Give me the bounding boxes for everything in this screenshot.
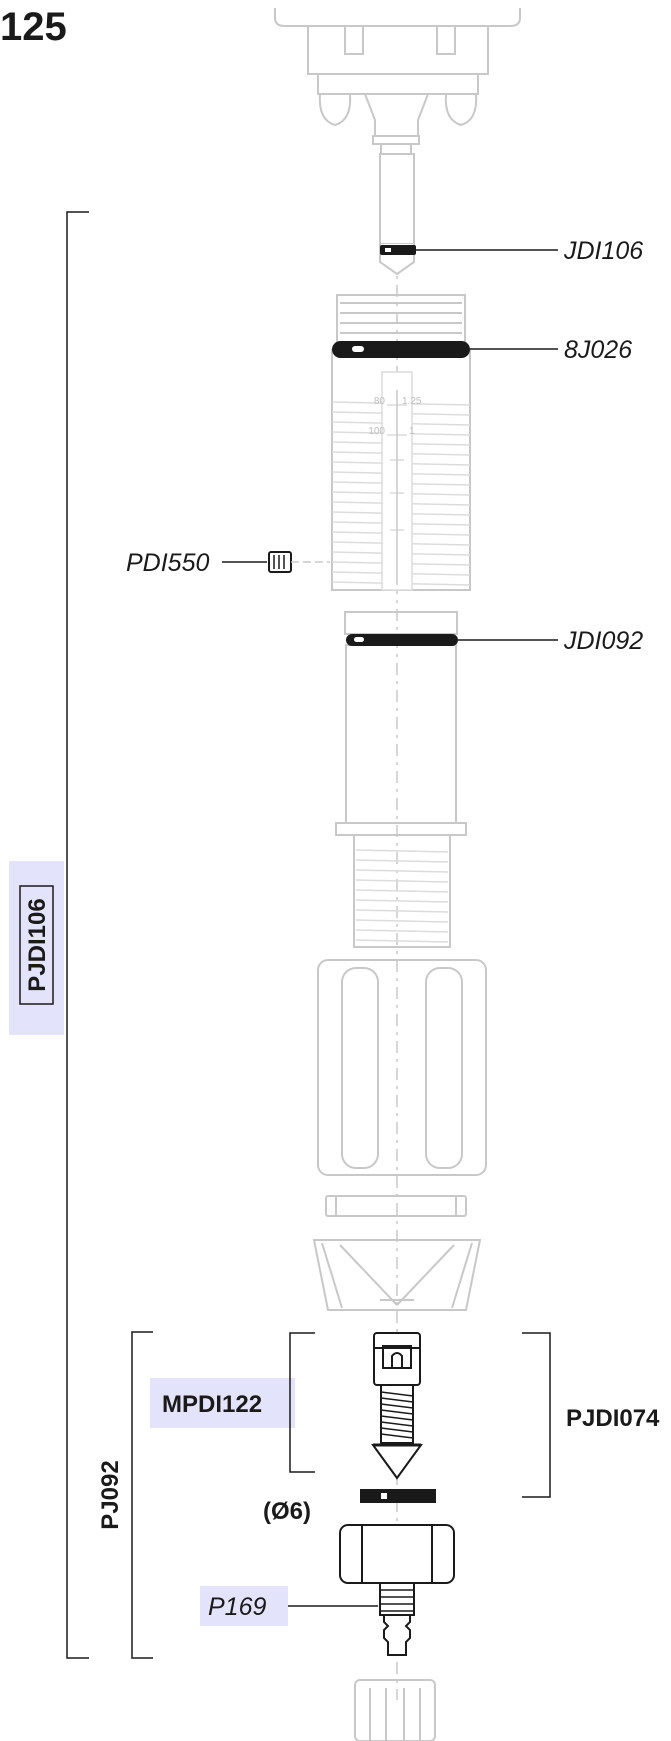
lock-nut [317, 959, 487, 1217]
mpdi122-valve [371, 1332, 423, 1480]
o6-label: (Ø6) [263, 1498, 311, 1525]
pjdi106-label: PJDI106 [24, 898, 51, 991]
page-number: 125 [0, 5, 67, 49]
jdi106-oring [380, 245, 416, 255]
pjdi074-label: PJDI074 [566, 1405, 660, 1432]
jdi092-oring [346, 634, 458, 646]
bottom-connector [354, 1679, 436, 1741]
jdi092-label: JDI092 [563, 627, 643, 655]
pump-housing-top [274, 8, 521, 155]
gasket-o6 [360, 1489, 436, 1503]
valve-cone-holder [312, 1239, 482, 1311]
cylinder-sleeve [335, 611, 467, 948]
mpdi122-highlight [150, 1378, 295, 1428]
scale-1: 1 [409, 426, 415, 437]
jdi106-label: JDI106 [563, 237, 643, 265]
p169-label: P169 [208, 1593, 266, 1621]
pjdi106-highlight [9, 861, 64, 1035]
p169-highlight [200, 1586, 288, 1626]
8j026-label: 8J026 [564, 336, 632, 364]
scale-1-25: 1.25 [402, 396, 422, 407]
8j026-oring [332, 341, 470, 358]
mpdi122-label: MPDI122 [162, 1391, 262, 1418]
pj092-bracket [131, 1331, 153, 1659]
piston-rod [379, 153, 416, 276]
pjdi074-bracket-right [522, 1332, 551, 1498]
scale-100: 100 [368, 426, 385, 437]
cylinder-body: 80 1.25 100 1 [331, 294, 471, 591]
pjdi074-bracket-left [289, 1332, 315, 1473]
pdi550-label: PDI550 [126, 549, 209, 577]
pjdi106-box [19, 885, 54, 1005]
pjdi106-bracket [66, 211, 89, 1659]
pj092-label: PJ092 [97, 1460, 124, 1529]
p169-fitting [339, 1524, 455, 1656]
scale-80: 80 [374, 396, 386, 407]
pdi550-screw [268, 551, 292, 573]
